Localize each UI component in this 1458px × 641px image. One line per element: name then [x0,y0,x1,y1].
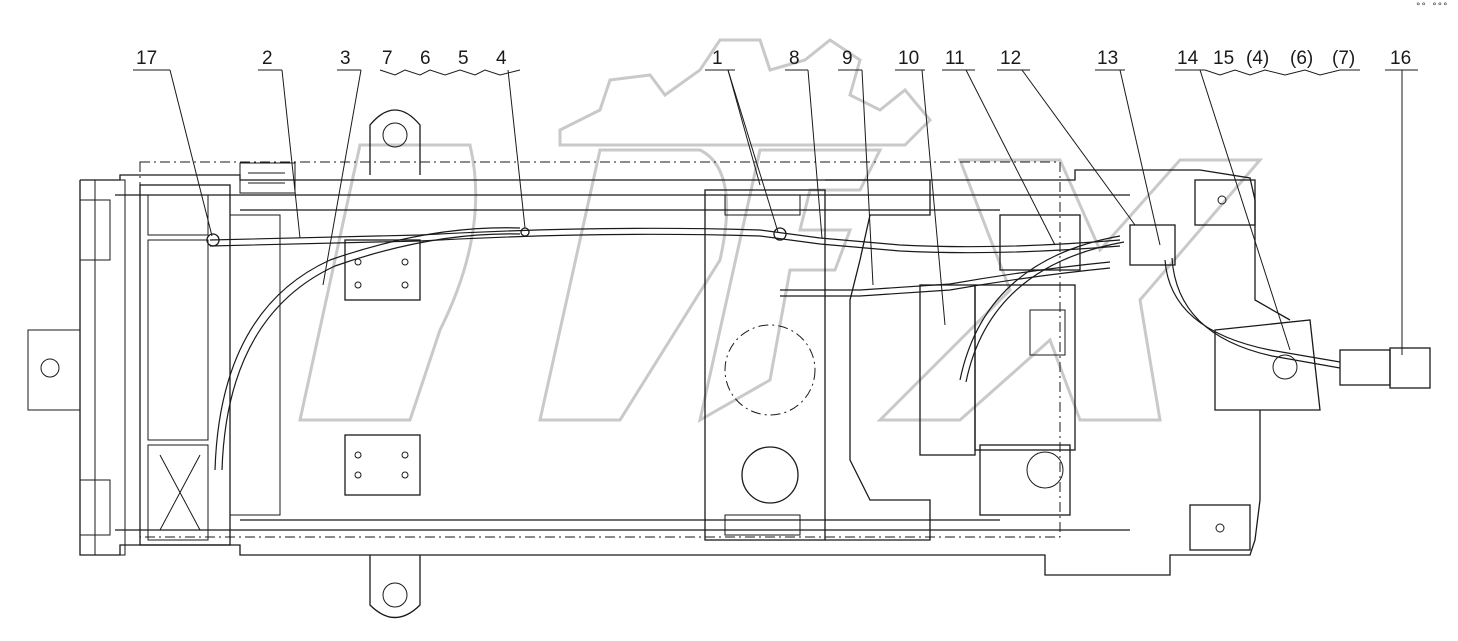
callout-1: 1 [712,48,723,69]
callout-6-ref: (6) [1290,48,1313,69]
tow-lugs [369,109,421,619]
callout-4: 4 [496,48,507,69]
callout-9: 9 [842,48,853,69]
callout-17: 17 [136,48,157,69]
rear-motor [1189,179,1431,551]
callout-12: 12 [1000,48,1021,69]
callout-3: 3 [340,48,351,69]
callout-14: 14 [1177,48,1199,69]
watermark-logo [298,38,1264,423]
callout-labels: 17 2 3 7 6 5 4 1 8 9 10 11 12 13 14 15 (… [136,48,1411,69]
callout-10: 10 [898,48,919,69]
chassis-frame [27,161,1291,576]
callout-2: 2 [262,48,273,69]
callout-16: 16 [1390,48,1411,69]
callout-5: 5 [458,48,469,69]
callout-6: 6 [420,48,431,69]
callout-8: 8 [789,48,800,69]
leader-lines [133,69,1418,355]
hydraulic-hoses [206,224,1341,471]
callout-11: 11 [945,48,965,69]
callout-15: 15 [1213,48,1234,69]
corner-mark: °° °°° [1415,2,1448,12]
valve-blocks [919,214,1081,516]
callout-7: 7 [382,48,393,69]
radiator-block [139,184,281,546]
callout-4-ref: (4) [1246,48,1269,69]
central-gearbox [704,179,931,541]
callout-7-ref: (7) [1332,48,1355,69]
mount-brackets [344,239,421,496]
callout-13: 13 [1097,48,1118,69]
